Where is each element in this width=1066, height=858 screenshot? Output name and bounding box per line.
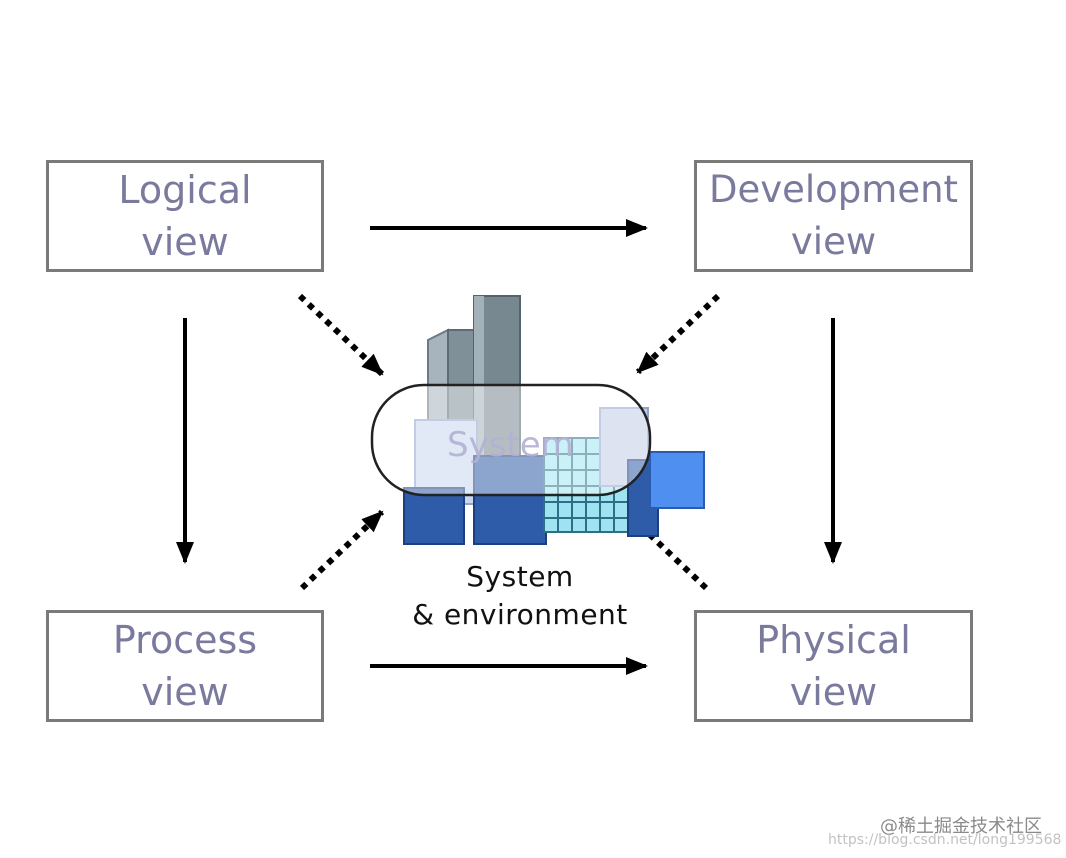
dotted-arrow-development-to-system [635, 293, 721, 375]
system-pill [370, 383, 652, 497]
process-view-title: Process [112, 618, 258, 662]
logical-view-box: Logical view [46, 160, 324, 272]
dotted-arrow-process-to-system [299, 509, 385, 591]
watermark-brand: @稀土掘金技术社区 [880, 816, 1042, 837]
environment-caption: & environment [412, 598, 628, 631]
development-view-title: Development [708, 168, 959, 211]
dotted-arrow-logical-to-system [297, 293, 385, 377]
watermark-url: https://blog.csdn.net/long199568 [828, 832, 1062, 848]
development-view-subtitle: view [790, 220, 877, 263]
system-caption: System [466, 560, 574, 593]
development-view-box: Development view [694, 160, 973, 272]
physical-view-title: Physical [756, 618, 911, 662]
system-pill-label: System [447, 425, 574, 465]
process-view-box: Process view [46, 610, 324, 722]
logical-view-subtitle: view [141, 220, 229, 264]
physical-view-subtitle: view [789, 670, 878, 714]
physical-view-box: Physical view [694, 610, 973, 722]
process-view-subtitle: view [141, 670, 229, 714]
buildings-icon [403, 295, 705, 545]
logical-view-title: Logical [118, 168, 252, 212]
